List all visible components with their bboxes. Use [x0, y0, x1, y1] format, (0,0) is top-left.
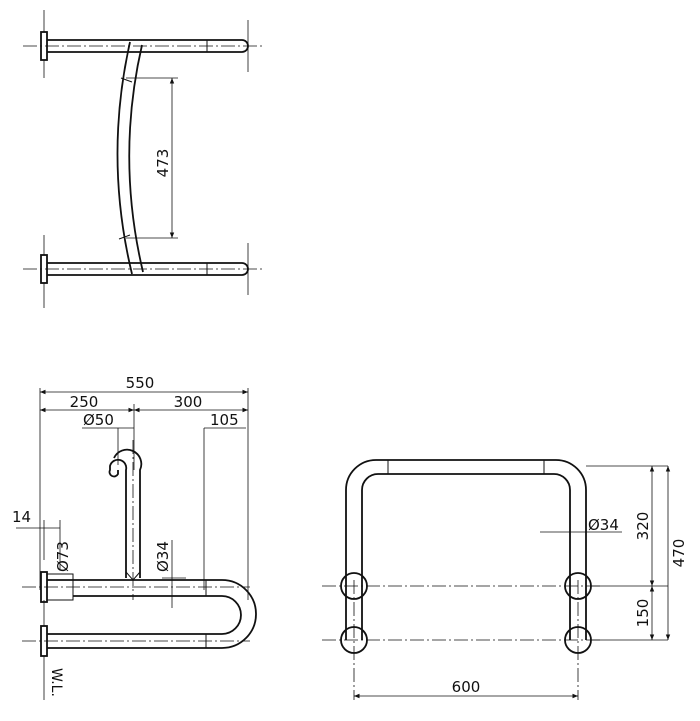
dim-dia50: Ø50	[83, 411, 114, 429]
side-elevation-view: 550 250 300 Ø50 105 Ø34 14 Ø73	[12, 374, 257, 700]
u-frame-inner	[361, 473, 571, 640]
curved-bar	[116, 41, 133, 275]
dim-320: 320	[634, 512, 652, 541]
u-loop-rail	[47, 579, 257, 649]
dim-550: 550	[126, 374, 155, 392]
dim-470: 470	[670, 539, 688, 568]
dim-150: 150	[634, 599, 652, 628]
dim-dia73: Ø73	[54, 541, 72, 572]
u-frame-outer	[345, 459, 587, 640]
dim-300: 300	[174, 393, 203, 411]
dim-dia34-side: Ø34	[154, 541, 172, 572]
front-elevation-view: Ø34 320 150 470 600	[322, 459, 688, 700]
dim-105: 105	[210, 411, 239, 429]
vertical-leg	[108, 458, 128, 578]
dim-600: 600	[452, 678, 481, 696]
top-plan-view: 473	[23, 10, 264, 308]
dim-14: 14	[12, 508, 31, 526]
dim-250: 250	[70, 393, 99, 411]
dim-dia34-front: Ø34	[588, 516, 619, 534]
dim-473: 473	[154, 149, 172, 178]
wall-line-mark: W.L.	[48, 668, 64, 697]
